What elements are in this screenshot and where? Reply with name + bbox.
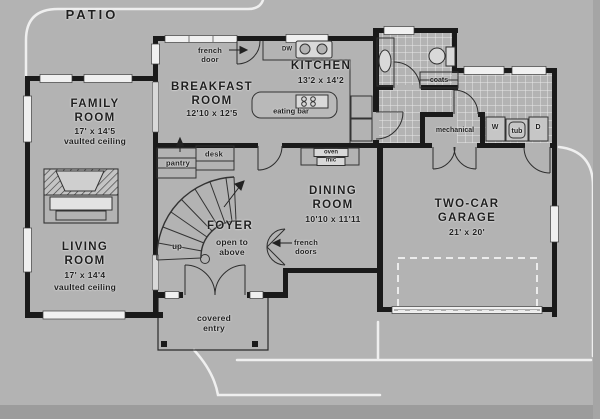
stair-railing-curl xyxy=(200,254,210,264)
kitchen-counter xyxy=(262,41,373,143)
laundry-tub-label: tub xyxy=(511,127,523,135)
washer-label: W xyxy=(491,123,499,131)
dining-room-label: DINING ROOM xyxy=(308,185,358,211)
patio-french-door-glazing xyxy=(164,35,238,43)
walkway-lower-edge xyxy=(192,348,382,397)
dishwasher-label: DW xyxy=(282,46,292,53)
covered-entry-label: covered entry xyxy=(196,312,232,333)
dining-room-dims: 10'10 x 11'11 xyxy=(305,213,361,224)
scan-edge-bottom xyxy=(0,405,600,419)
patio-outline xyxy=(24,0,265,79)
kitchen-cabinet xyxy=(350,118,373,142)
hall-up-arrow xyxy=(175,136,185,152)
garage-label: TWO-CAR GARAGE xyxy=(434,198,500,224)
family-room-note: vaulted ceiling xyxy=(63,135,127,146)
mechanical-door xyxy=(453,89,479,115)
garage-dims: 21' x 20' xyxy=(448,226,486,237)
breakfast-room-dims: 12'10 x 12'5 xyxy=(186,107,238,118)
scan-edge-right xyxy=(593,0,600,419)
kitchen-label: KITCHEN xyxy=(290,60,352,73)
pantry-shelves xyxy=(156,147,197,179)
washer-icon xyxy=(485,116,506,142)
living-room-dims: 17' x 14'4 xyxy=(64,269,106,280)
garage-parking-dashed xyxy=(397,257,538,312)
laundry-garage-door xyxy=(523,146,551,174)
toilet-icon xyxy=(428,46,456,67)
microwave-label: mic xyxy=(325,157,337,164)
cased-openings xyxy=(152,81,159,291)
front-entry-doors xyxy=(184,264,246,296)
kitchen-sink-icon xyxy=(295,40,333,59)
breakfast-room-label: BREAKFAST ROOM xyxy=(171,81,253,107)
living-room-label: LIVING ROOM xyxy=(61,241,109,267)
mechanical-garage-doors xyxy=(432,146,477,170)
tiled-floors xyxy=(379,33,552,143)
patio-french-door xyxy=(236,40,261,65)
fixtures xyxy=(43,37,549,312)
kitchen-corridor-door xyxy=(375,111,404,140)
kitchen-island xyxy=(251,91,338,119)
windows xyxy=(23,26,559,320)
stair-direction-arrow xyxy=(223,180,245,208)
dining-french-doors xyxy=(266,228,286,266)
kitchen-foyer-door xyxy=(257,145,283,171)
curved-staircase xyxy=(156,176,237,264)
family-room-label: FAMILY ROOM xyxy=(70,98,120,124)
laundry-tub-icon xyxy=(505,118,529,142)
kitchen-dims: 13'2 x 14'2 xyxy=(297,74,345,85)
foyer-note: open to above xyxy=(215,236,249,257)
site-outlines xyxy=(24,0,595,397)
stairs-up-label: up xyxy=(172,242,182,252)
family-room-dims: 17' x 14'5 xyxy=(74,125,116,136)
coats-closet-label: coats xyxy=(429,76,449,84)
fridge-icon xyxy=(350,95,373,119)
french-doors-annotation: french doors xyxy=(293,238,319,256)
living-room-note: vaulted ceiling xyxy=(53,281,117,292)
coats-closet xyxy=(419,71,459,89)
oven-microwave-cabinet xyxy=(300,147,360,166)
pantry-label: pantry xyxy=(165,158,191,168)
desk-label: desk xyxy=(205,149,223,159)
fireplace-icon xyxy=(43,168,119,224)
eating-bar-label: eating bar xyxy=(273,106,309,116)
dryer-icon xyxy=(528,116,549,142)
covered-entry-outline xyxy=(157,297,269,351)
bath-vanity xyxy=(376,37,395,87)
bath-sink-icon xyxy=(378,49,392,73)
arrows xyxy=(175,45,292,248)
driveway-right-edge xyxy=(557,145,595,358)
door-swings xyxy=(184,40,551,296)
french-door-leader-arrow xyxy=(229,45,249,55)
dryer-label: D xyxy=(535,123,541,131)
foyer-label: FOYER xyxy=(206,220,254,233)
french-door-annotation: french door xyxy=(197,46,223,64)
mechanical-room-label: mechanical xyxy=(435,126,475,134)
oven-label: oven xyxy=(323,149,339,156)
patio-label: PATIO xyxy=(65,7,119,23)
french-doors-leader-arrow xyxy=(271,238,292,248)
